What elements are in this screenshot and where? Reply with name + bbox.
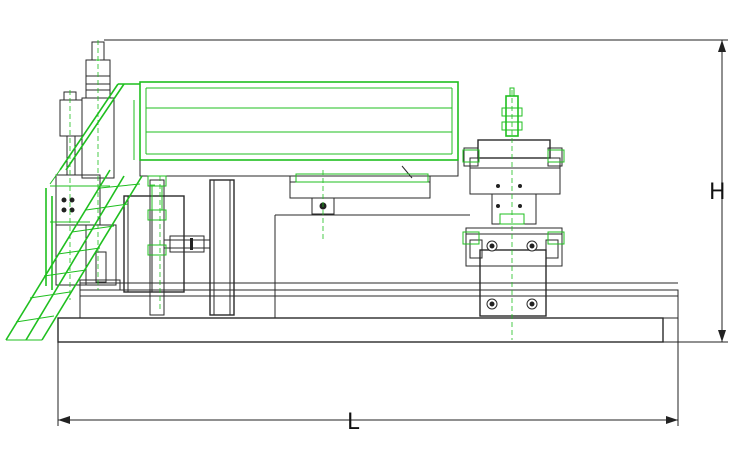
right-cylinder (462, 87, 565, 245)
base-frame (57, 214, 679, 343)
guard-hopper (139, 81, 459, 183)
upper-carriage (139, 159, 459, 240)
centre-stand (149, 179, 235, 316)
length-label: L (347, 410, 360, 435)
height-label: H (709, 180, 726, 205)
height-dimension (104, 39, 728, 343)
length-dimension (57, 318, 679, 426)
green-centre-lines (69, 40, 167, 310)
right-clamp-assembly (463, 90, 563, 340)
ladder-railing (5, 83, 143, 341)
